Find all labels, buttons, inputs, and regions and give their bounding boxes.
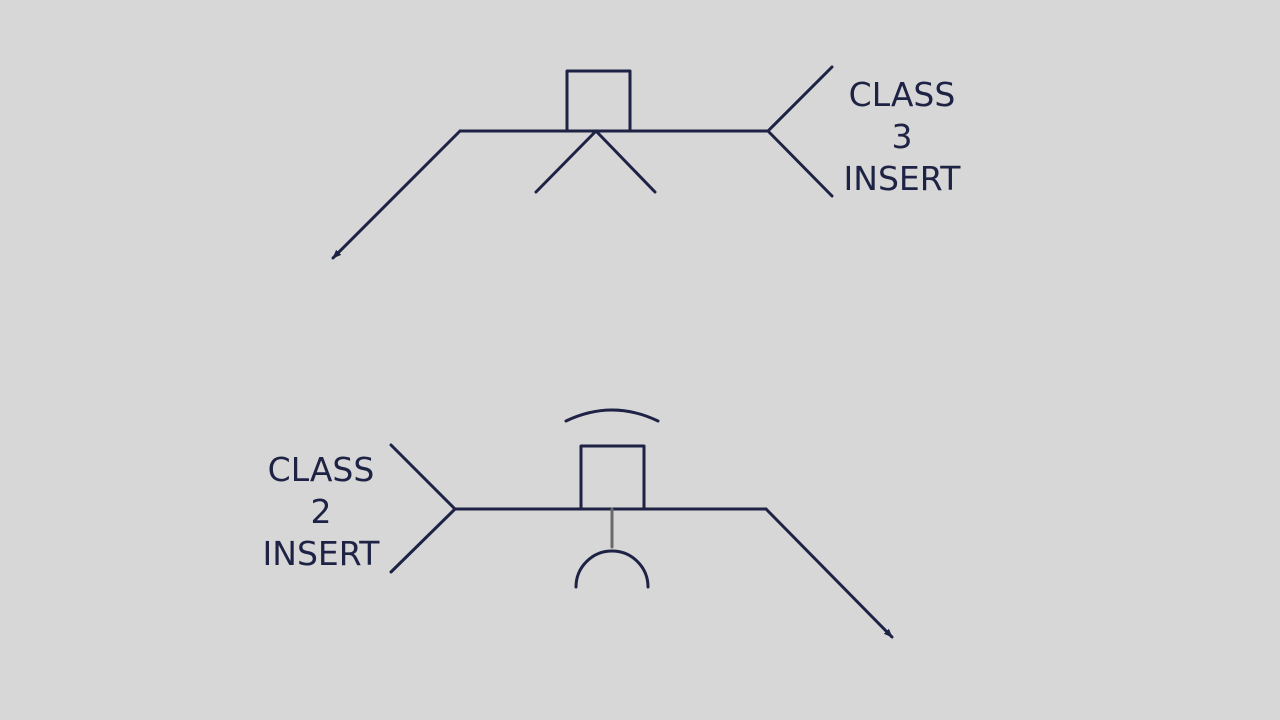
class-3-box xyxy=(565,69,632,133)
class-2-tail-fork xyxy=(389,443,457,574)
class-2-arch xyxy=(574,549,650,589)
class-3-inverted-v xyxy=(534,129,657,194)
class-3-symbol: CLASS 3 INSERT xyxy=(331,65,962,260)
class-2-label-line-2: 2 xyxy=(311,492,332,531)
class-2-leader-arrow xyxy=(764,507,894,639)
class-3-leader-arrow xyxy=(331,129,462,260)
class-2-symbol: CLASS 2 INSERT xyxy=(263,408,894,639)
class-2-label-line-1: CLASS xyxy=(268,450,375,489)
class-2-box xyxy=(579,444,646,511)
class-2-top-arc xyxy=(564,408,660,423)
class-2-label-line-3: INSERT xyxy=(263,534,381,573)
class-3-tail-fork xyxy=(766,65,834,198)
class-3-label-line-1: CLASS xyxy=(849,75,956,114)
class-3-label-line-3: INSERT xyxy=(844,159,962,198)
class-3-label-line-2: 3 xyxy=(892,117,913,156)
